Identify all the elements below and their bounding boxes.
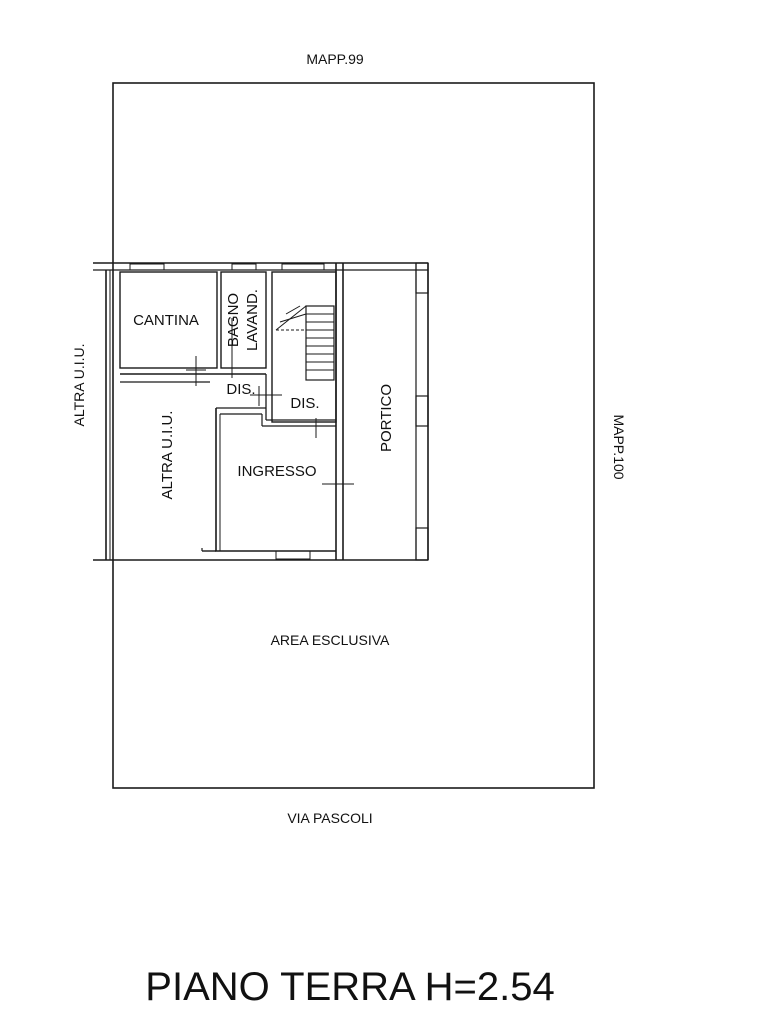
label-exclusive-area: AREA ESCLUSIVA <box>271 632 390 648</box>
room-label-bagno: BAGNO <box>225 293 242 347</box>
staircase <box>275 305 335 381</box>
room-label-dis-left: DIS. <box>226 381 255 398</box>
label-west-neighbor: ALTRA U.I.U. <box>71 344 87 427</box>
label-south-street: VIA PASCOLI <box>287 810 372 826</box>
room-label-cantina: CANTINA <box>133 312 199 329</box>
room-label-ingresso: INGRESSO <box>237 463 316 480</box>
room-label-lavand: LAVAND. <box>244 289 261 351</box>
lot-boundary <box>112 82 595 789</box>
room-label-dis-right: DIS. <box>290 395 319 412</box>
label-north-neighbor: MAPP.99 <box>306 51 364 67</box>
label-east-neighbor: MAPP.100 <box>611 414 627 479</box>
floor-title: PIANO TERRA H=2.54 <box>145 965 554 1009</box>
building-walls <box>93 262 429 561</box>
label-other-unit-inner: ALTRA U.I.U. <box>159 411 176 500</box>
room-label-portico: PORTICO <box>378 384 395 452</box>
